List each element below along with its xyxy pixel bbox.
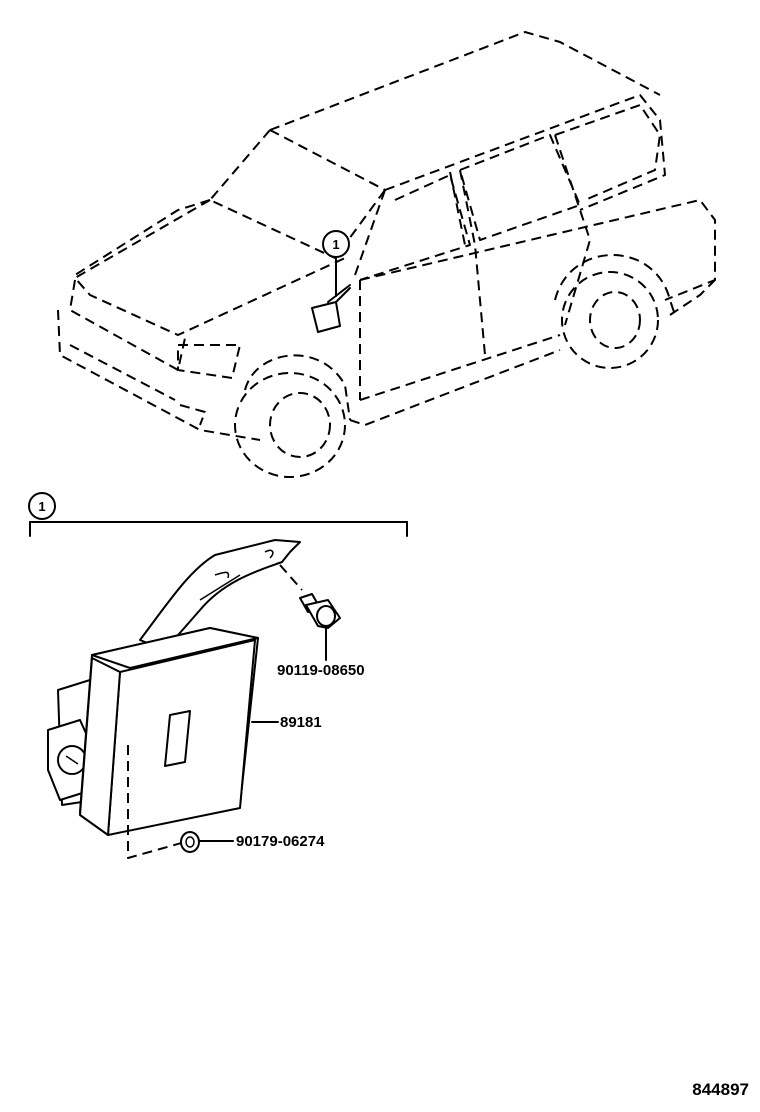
bolt-part-number: 90119-08650	[277, 662, 365, 679]
group-callout-number: 1	[38, 499, 45, 514]
ecu-part-number: 89181	[280, 714, 322, 731]
ecu-assembly	[47, 539, 303, 859]
bolt-part: 90119-08650	[277, 593, 365, 679]
group-bracket: 1	[28, 492, 408, 537]
vehicle-outline	[57, 31, 716, 478]
nut-part: 90179-06274	[180, 831, 325, 853]
vehicle-callout-circle	[322, 230, 350, 258]
ecu-label: 89181	[251, 714, 322, 731]
group-callout-circle	[28, 492, 56, 520]
ecu-location-marker: 1	[311, 230, 351, 333]
vehicle-callout-number: 1	[332, 237, 339, 252]
figure-number: 844897	[692, 1080, 749, 1099]
nut-part-number: 90179-06274	[236, 833, 325, 850]
